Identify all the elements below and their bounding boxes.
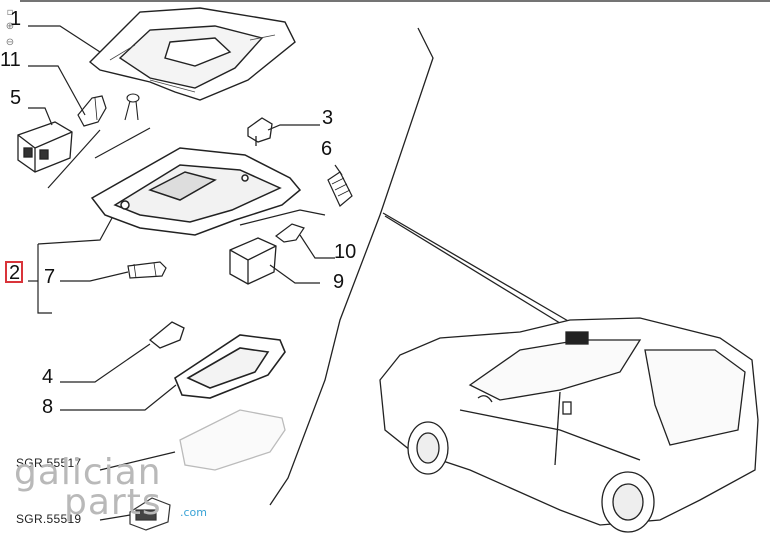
- part-4-lens: [148, 321, 185, 349]
- watermark-logo: galician parts: [14, 452, 162, 523]
- callout-7[interactable]: 7: [44, 266, 56, 288]
- reference-sgr-55517[interactable]: SGR.55517: [16, 456, 82, 470]
- callout-5[interactable]: 5: [10, 87, 22, 109]
- zoom-out-icon[interactable]: ⊖: [5, 37, 15, 48]
- callout-1[interactable]: 1: [10, 8, 22, 30]
- part-7-bulb: [127, 261, 167, 279]
- highlight-box: [5, 261, 23, 283]
- callout-8[interactable]: 8: [42, 396, 54, 418]
- callout-2[interactable]: 2: [9, 262, 21, 284]
- watermark-line2: parts: [64, 482, 162, 523]
- callout-9[interactable]: 9: [333, 271, 345, 293]
- part-1-roof-frame: [88, 7, 296, 101]
- callout-10[interactable]: 10: [334, 241, 357, 263]
- sgr-55517-part: [179, 409, 286, 471]
- watermark-line1: galician: [14, 452, 162, 493]
- zoom-in-icon[interactable]: ⊕: [5, 21, 15, 32]
- callout-4[interactable]: 4: [42, 366, 54, 388]
- top-marker-icon: ▫: [6, 7, 14, 18]
- part-9-connector: [229, 237, 277, 285]
- callout-6[interactable]: 6: [321, 138, 333, 160]
- part-8-cover: [174, 334, 286, 399]
- car-illustration: [379, 317, 759, 533]
- divider-lines: [269, 27, 576, 506]
- bulb-small: [124, 93, 140, 121]
- part-11-bracket: [77, 95, 107, 127]
- part-10-terminal: [275, 223, 305, 243]
- part-6-screw: [327, 171, 353, 207]
- part-2-lamp-housing: [90, 147, 302, 236]
- reference-sgr-55519[interactable]: SGR.55519: [16, 512, 82, 526]
- part-3-clip: [247, 117, 273, 146]
- watermark-domain: .com: [180, 506, 207, 519]
- callout-11[interactable]: 11: [0, 49, 21, 71]
- callout-3[interactable]: 3: [322, 107, 334, 129]
- sgr-55519-part: [129, 497, 171, 531]
- part-5-connector: [17, 121, 73, 173]
- leader-lines: [28, 25, 343, 521]
